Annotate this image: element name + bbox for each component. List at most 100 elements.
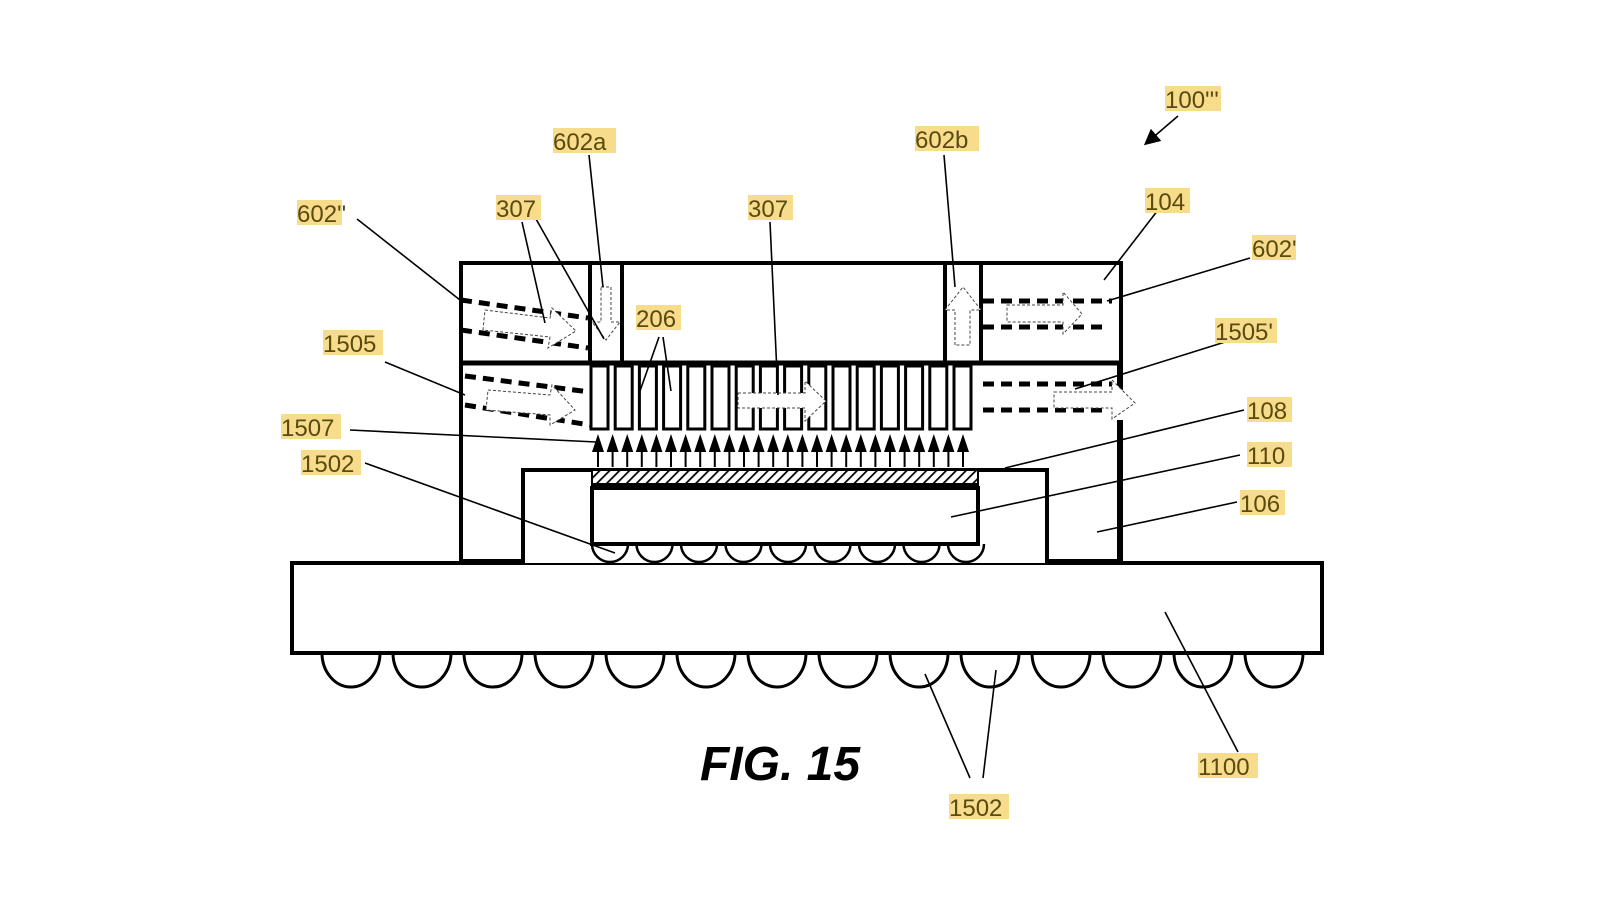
flow-arrow-outlet-lid <box>1006 290 1083 336</box>
substrate-ball <box>888 652 950 689</box>
substrate-ball <box>391 652 453 689</box>
label-110: 110 <box>1247 443 1285 470</box>
die-solder-bumps <box>590 543 986 564</box>
fin <box>686 364 707 431</box>
leader-100 <box>1143 115 1179 146</box>
label-307-left: 307 <box>496 196 536 223</box>
die-bump <box>857 543 897 564</box>
inlet-manifold-1505-upper <box>464 373 591 395</box>
label-307-mid: 307 <box>748 196 788 223</box>
die-bump <box>679 543 719 564</box>
fin <box>904 364 925 431</box>
jet-arrowhead <box>606 434 619 452</box>
jet-arrowhead <box>621 434 634 452</box>
leader-lines <box>349 115 1251 779</box>
jet-arrowhead <box>927 434 940 452</box>
jet-arrowhead <box>840 434 853 452</box>
fin <box>589 364 610 431</box>
label-108: 108 <box>1247 398 1287 425</box>
label-602b: 602b <box>915 127 968 154</box>
substrate-ball <box>1101 652 1163 689</box>
jet-arrowhead <box>957 434 969 452</box>
label-1100: 1100 <box>1198 754 1250 781</box>
substrate-ball <box>959 652 1021 689</box>
die-bump <box>635 543 674 564</box>
die-bump <box>946 543 986 564</box>
substrate-ball <box>604 652 666 689</box>
substrate-ball <box>462 652 524 689</box>
substrate-ball <box>1172 652 1234 689</box>
jet-arrowhead <box>884 434 896 452</box>
flow-arrow-inlet-manifold <box>485 383 576 426</box>
jet-arrowhead <box>825 434 838 452</box>
label-1505: 1505 <box>323 331 376 358</box>
inlet-channel-602a <box>588 261 624 365</box>
label-1507: 1507 <box>281 415 334 442</box>
label-106: 106 <box>1240 491 1280 518</box>
die-bump <box>902 543 941 564</box>
substrate-ball <box>1030 652 1092 689</box>
jet-arrowhead <box>723 434 736 452</box>
jet-arrowhead <box>913 434 926 452</box>
jet-arrowhead <box>767 434 780 452</box>
inlet-passage-602pp-upper <box>460 297 589 321</box>
substrate-ball <box>817 652 879 689</box>
flow-arrow-outlet-manifold <box>1053 378 1136 420</box>
impinging-jets-1507 <box>592 434 969 467</box>
substrate-1100 <box>290 561 1324 655</box>
jet-arrowhead <box>854 434 867 452</box>
heat-sink-fins-206 <box>589 364 973 431</box>
jet-arrowhead <box>708 434 721 452</box>
die-bump <box>724 543 763 564</box>
substrate-ball <box>320 652 382 689</box>
label-1502-top: 1502 <box>301 451 354 478</box>
jet-arrowhead <box>665 434 677 452</box>
flow-arrow-across-fins <box>737 379 827 423</box>
label-602pp: 602'' <box>297 201 346 228</box>
jet-arrowhead <box>796 434 809 452</box>
jet-arrowhead <box>898 434 911 452</box>
label-1502-bottom: 1502 <box>949 795 1002 822</box>
flow-arrow-up-602b <box>943 286 983 346</box>
die-bump <box>813 543 852 564</box>
substrate-solder-balls <box>320 652 1305 689</box>
label-602p: 602' <box>1252 236 1297 263</box>
label-104: 104 <box>1145 189 1185 216</box>
label-206: 206 <box>636 306 676 333</box>
jet-arrowhead <box>679 434 692 452</box>
flow-arrow-down-602a <box>590 286 622 341</box>
die-bump <box>768 543 808 564</box>
jet-arrowhead <box>869 434 882 452</box>
jet-arrowhead <box>694 434 707 452</box>
jet-arrowhead <box>942 434 955 452</box>
inlet-passage-602pp-lower <box>460 327 589 351</box>
label-1505p: 1505' <box>1215 319 1273 346</box>
fin <box>710 364 731 431</box>
substrate-ball <box>746 652 808 689</box>
jet-arrowhead <box>811 434 823 452</box>
die-110 <box>590 486 980 546</box>
fin <box>879 364 900 431</box>
reference-labels: 100''' 602a 602b 602'' 307 307 104 602' … <box>281 86 1297 822</box>
fin <box>855 364 876 431</box>
substrate-ball <box>533 652 595 689</box>
label-602a: 602a <box>553 129 607 156</box>
flow-arrow-inlet-lid <box>482 307 577 350</box>
substrate-ball <box>675 652 737 689</box>
fin <box>662 364 683 431</box>
fin <box>952 364 973 431</box>
fin <box>928 364 949 431</box>
label-100: 100''' <box>1165 87 1219 114</box>
jet-arrowhead <box>738 434 750 452</box>
figure-caption: FIG. 15 <box>700 738 861 791</box>
fin <box>613 364 634 431</box>
jet-arrowhead <box>781 434 794 452</box>
fin <box>637 364 658 431</box>
jet-arrowhead <box>592 434 604 452</box>
jet-arrowhead <box>635 434 648 452</box>
jet-arrowhead <box>752 434 765 452</box>
fin <box>831 364 852 431</box>
substrate-ball <box>1243 652 1305 689</box>
jet-arrowhead <box>650 434 663 452</box>
